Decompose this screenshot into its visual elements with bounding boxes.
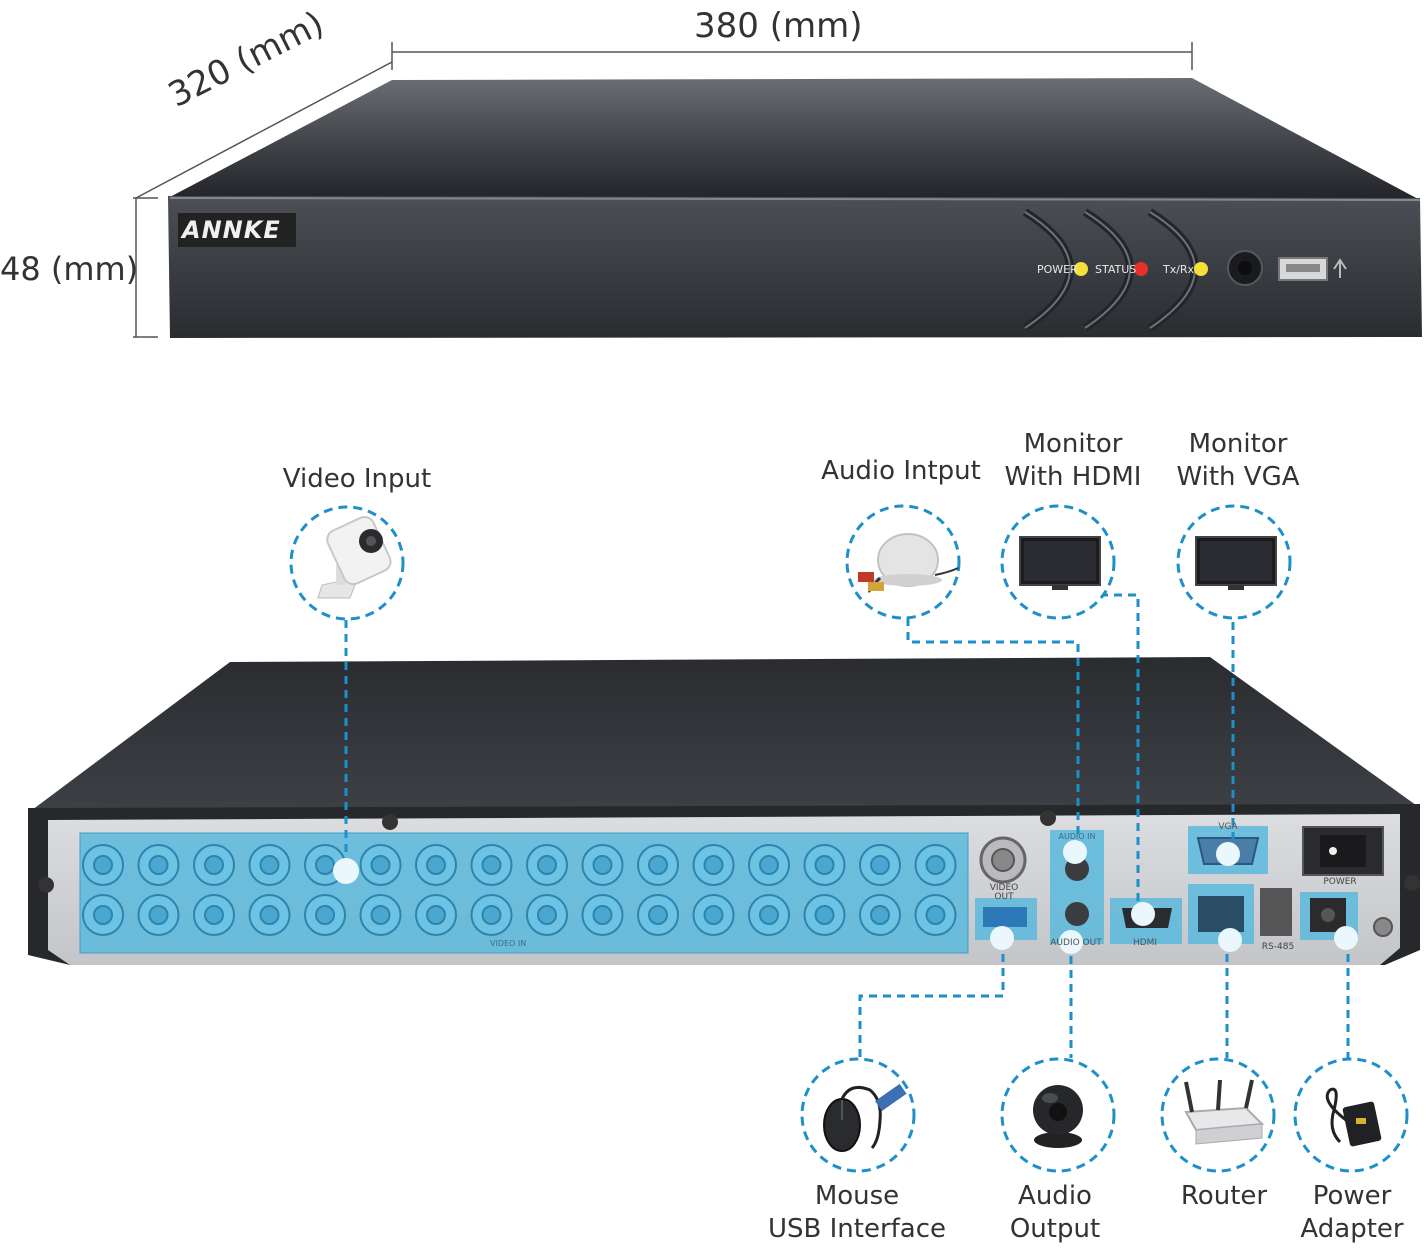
brand-badge: [178, 213, 296, 247]
audio-output-line2: Output: [1009, 1214, 1101, 1244]
height-dimension: 48 (mm): [0, 250, 139, 288]
bnc-port-center: [93, 855, 113, 875]
bnc-port-center: [259, 905, 280, 925]
connector-lines: [344, 593, 1350, 1058]
connection-dots: [333, 840, 1358, 954]
bnc-ports: [82, 844, 957, 936]
video-out-label: VIDEO OUT: [989, 883, 1019, 902]
power-led-label: POWER: [1037, 263, 1078, 276]
bnc-port-center: [370, 855, 391, 875]
width-dimension: 380 (mm): [694, 6, 863, 46]
video-input-label: Video Input: [282, 464, 432, 494]
audio-output-line1: Audio: [1018, 1181, 1092, 1211]
router-icon: [1184, 1079, 1265, 1145]
bnc-port-center: [537, 855, 557, 875]
monitor-vga-line1: Monitor: [1188, 429, 1288, 459]
mouse-icon: [823, 1083, 907, 1152]
txrx-led: [1194, 262, 1208, 276]
audio-output-label: Audio Output: [990, 1180, 1120, 1246]
bnc-port-center: [93, 905, 113, 925]
mouse-label: Mouse USB Interface: [762, 1180, 952, 1246]
monitor-hdmi-line1: Monitor: [1023, 429, 1123, 459]
bnc-port-center: [703, 905, 724, 925]
bnc-port-center: [426, 855, 446, 875]
bnc-port-center: [204, 855, 224, 875]
dvr-front-view: [168, 78, 1422, 338]
bnc-port-center: [481, 855, 502, 875]
monitor-hdmi-line2: With HDMI: [1004, 462, 1142, 492]
power-adapter-icon: [1325, 1087, 1382, 1147]
bnc-port-center: [481, 905, 502, 925]
power-adapter-line2: Adapter: [1300, 1214, 1404, 1244]
bnc-port-center: [870, 855, 890, 875]
microphone-icon: [858, 533, 959, 594]
bnc-port-center: [537, 905, 557, 925]
mouse-line2: USB Interface: [767, 1214, 947, 1244]
rs485-label: RS-485: [1261, 942, 1295, 952]
status-led-label: STATUS: [1095, 263, 1137, 276]
bnc-port-center: [148, 855, 169, 875]
bnc-port-center: [648, 905, 668, 925]
brand-logo: ANNKE: [182, 216, 281, 244]
bnc-port-center: [703, 855, 724, 875]
bnc-port-center: [592, 905, 613, 925]
bnc-port-center: [925, 905, 946, 925]
monitor-icon: [1195, 536, 1277, 590]
monitor-icon: [1019, 536, 1101, 590]
audio-in-label: AUDIO IN: [1058, 832, 1096, 841]
bnc-port-center: [259, 855, 280, 875]
bnc-port-center: [315, 905, 335, 925]
power-adapter-line1: Power: [1312, 1181, 1392, 1211]
vga-label: VGA: [1218, 822, 1238, 832]
bnc-port-center: [759, 905, 779, 925]
audio-out-label: AUDIO OUT: [1050, 938, 1102, 948]
power-switch-label: POWER: [1323, 877, 1357, 887]
bnc-port-center: [759, 855, 779, 875]
power-led: [1074, 262, 1088, 276]
bnc-port-center: [814, 855, 835, 875]
bnc-port-center: [648, 855, 668, 875]
bnc-port-center: [315, 855, 335, 875]
usb-icon: [1333, 258, 1347, 278]
txrx-led-label: Tx/Rx: [1163, 263, 1195, 276]
bnc-port-center: [592, 855, 613, 875]
bnc-port-center: [870, 905, 890, 925]
video-in-label: VIDEO IN: [490, 939, 527, 948]
bnc-port-center: [814, 905, 835, 925]
bnc-port-center: [148, 905, 169, 925]
mouse-line1: Mouse: [814, 1181, 900, 1211]
bnc-port-center: [426, 905, 446, 925]
router-label: Router: [1180, 1181, 1268, 1211]
status-led: [1134, 262, 1148, 276]
bnc-port-center: [925, 855, 946, 875]
camera-icon: [317, 516, 392, 599]
bnc-port-center: [370, 905, 391, 925]
speaker-icon: [1033, 1085, 1083, 1148]
rs485-port: [1260, 888, 1292, 936]
power-adapter-label: Power Adapter: [1290, 1180, 1414, 1246]
monitor-vga-line2: With VGA: [1176, 462, 1300, 492]
bnc-port-center: [204, 905, 224, 925]
monitor-hdmi-label: Monitor With HDMI: [998, 428, 1148, 494]
audio-input-label: Audio Intput: [821, 456, 981, 486]
dvr-rear-view: [28, 657, 1420, 965]
dimension-lines: [133, 42, 1193, 338]
hdmi-label: HDMI: [1132, 938, 1158, 948]
monitor-vga-label: Monitor With VGA: [1166, 428, 1310, 494]
